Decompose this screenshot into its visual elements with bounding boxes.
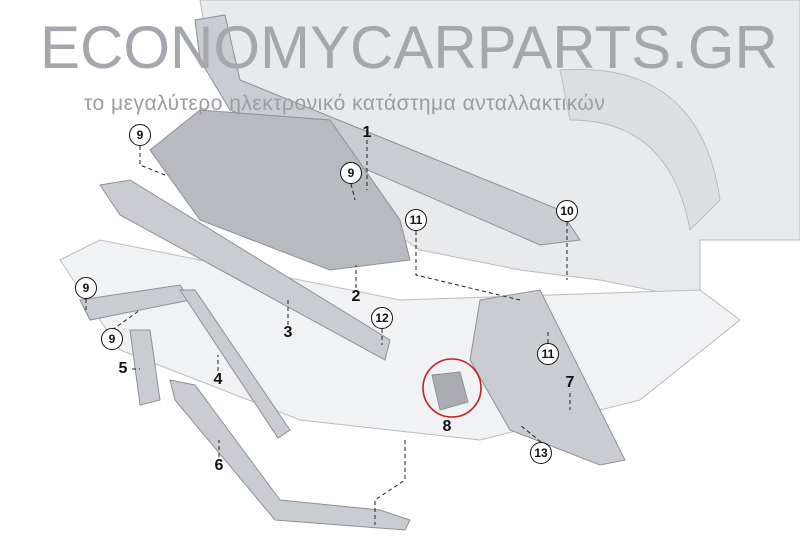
callout-13: 13 <box>530 442 552 464</box>
callout-8: 8 <box>442 418 452 435</box>
callout-9: 9 <box>340 162 362 184</box>
callout-7: 7 <box>565 374 575 391</box>
wheel-arch <box>559 68 721 232</box>
part-5-bracket <box>129 329 161 406</box>
highlight-ring <box>422 358 482 418</box>
part-3-brace <box>99 179 391 361</box>
callout-9: 9 <box>101 328 123 350</box>
callout-11: 11 <box>537 343 559 365</box>
part-6-strut <box>169 379 411 531</box>
callout-5: 5 <box>118 360 128 377</box>
part-8-bracket <box>431 371 469 411</box>
part-4-strut <box>179 289 291 439</box>
callout-9: 9 <box>129 124 151 146</box>
watermark-brand: ECONOMYCARPARTS.GR <box>40 14 778 81</box>
callout-12: 12 <box>371 307 393 329</box>
callout-6: 6 <box>214 457 224 474</box>
callout-2: 2 <box>351 288 361 305</box>
callout-10: 10 <box>556 200 578 222</box>
callout-3: 3 <box>283 324 293 341</box>
leader-lines <box>85 140 571 525</box>
watermark-tagline: το μεγαλύτερο ηλεκτρονικό κατάστημα αντα… <box>84 92 606 115</box>
callout-4: 4 <box>213 371 223 388</box>
part-2-shield <box>149 109 411 271</box>
callout-9: 9 <box>75 277 97 299</box>
callout-11: 11 <box>405 209 427 231</box>
callout-1: 1 <box>362 124 372 141</box>
part-1-crossmember <box>194 14 581 246</box>
